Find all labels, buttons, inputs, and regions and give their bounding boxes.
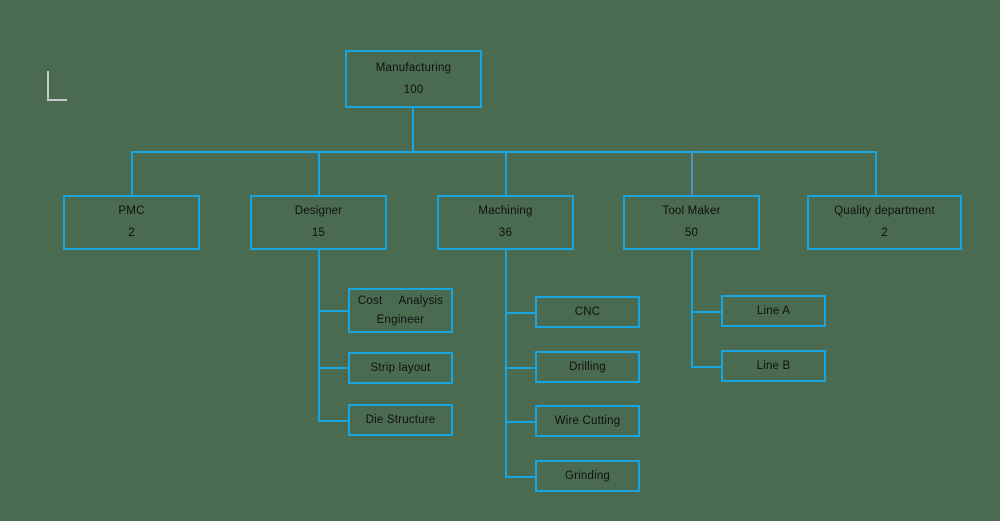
connector-toolmaker-to-line-b bbox=[691, 366, 721, 368]
connector-designer-to-strip-layout bbox=[318, 367, 348, 369]
node-quality-department-title: Quality department bbox=[834, 205, 935, 218]
node-die-structure[interactable]: Die Structure bbox=[348, 404, 453, 436]
node-strip-layout-label: Strip layout bbox=[370, 361, 431, 374]
node-cnc-label: CNC bbox=[574, 305, 601, 318]
node-tool-maker-title: Tool Maker bbox=[662, 205, 721, 218]
node-cnc[interactable]: CNC bbox=[535, 296, 640, 328]
node-wire-cutting[interactable]: Wire Cutting bbox=[535, 405, 640, 437]
connector-machining-stem bbox=[505, 250, 507, 478]
node-grinding-label: Grinding bbox=[564, 469, 611, 482]
connector-machining-to-cnc bbox=[505, 312, 535, 314]
connector-machining-to-grinding bbox=[505, 476, 535, 478]
node-grinding[interactable]: Grinding bbox=[535, 460, 640, 492]
connector-machining-to-drilling bbox=[505, 367, 535, 369]
node-line-a[interactable]: Line A bbox=[721, 295, 826, 327]
connector-bus-to-machining bbox=[505, 151, 507, 195]
node-line-a-label: Line A bbox=[756, 304, 791, 317]
node-machining-title: Machining bbox=[478, 205, 533, 218]
node-pmc-count: 2 bbox=[128, 227, 135, 239]
node-pmc-title: PMC bbox=[118, 205, 145, 218]
node-line-b[interactable]: Line B bbox=[721, 350, 826, 382]
node-drilling-label: Drilling bbox=[569, 360, 606, 373]
node-quality-department[interactable]: Quality department 2 bbox=[807, 195, 962, 250]
node-drilling[interactable]: Drilling bbox=[535, 351, 640, 383]
node-designer-title: Designer bbox=[294, 205, 343, 218]
node-wire-cutting-label: Wire Cutting bbox=[554, 414, 621, 427]
connector-toolmaker-to-line-a bbox=[691, 311, 721, 313]
node-strip-layout[interactable]: Strip layout bbox=[348, 352, 453, 384]
connector-bus-to-designer bbox=[318, 151, 320, 195]
connector-bus-to-toolmaker bbox=[691, 151, 693, 195]
crop-corner-mark bbox=[47, 71, 67, 101]
node-designer-count: 15 bbox=[311, 227, 326, 239]
connector-designer-to-die-structure bbox=[318, 420, 348, 422]
connector-designer-stem bbox=[318, 250, 320, 421]
node-cost-analysis-engineer[interactable]: Cost Analysis Engineer bbox=[348, 288, 453, 333]
node-tool-maker-count: 50 bbox=[684, 227, 699, 239]
node-line-b-label: Line B bbox=[756, 359, 791, 372]
connector-machining-to-wire-cutting bbox=[505, 421, 535, 423]
connector-level2-bus bbox=[131, 151, 876, 153]
node-machining-count: 36 bbox=[498, 227, 513, 239]
connector-toolmaker-stem bbox=[691, 250, 693, 368]
node-cost-analysis-engineer-line2: Engineer bbox=[376, 313, 425, 326]
node-manufacturing-title: Manufacturing bbox=[375, 61, 452, 74]
node-pmc[interactable]: PMC 2 bbox=[63, 195, 200, 250]
connector-bus-to-pmc bbox=[131, 151, 133, 195]
connector-root-stem bbox=[412, 108, 414, 153]
node-manufacturing-count: 100 bbox=[403, 83, 424, 96]
node-manufacturing[interactable]: Manufacturing 100 bbox=[345, 50, 482, 108]
node-quality-department-count: 2 bbox=[881, 227, 888, 239]
connector-bus-to-quality bbox=[875, 151, 877, 195]
node-die-structure-label: Die Structure bbox=[365, 413, 436, 426]
node-cost-analysis-engineer-line1: Cost Analysis bbox=[357, 295, 444, 308]
node-tool-maker[interactable]: Tool Maker 50 bbox=[623, 195, 760, 250]
node-designer[interactable]: Designer 15 bbox=[250, 195, 387, 250]
connector-designer-to-cost-analysis bbox=[318, 310, 348, 312]
node-machining[interactable]: Machining 36 bbox=[437, 195, 574, 250]
